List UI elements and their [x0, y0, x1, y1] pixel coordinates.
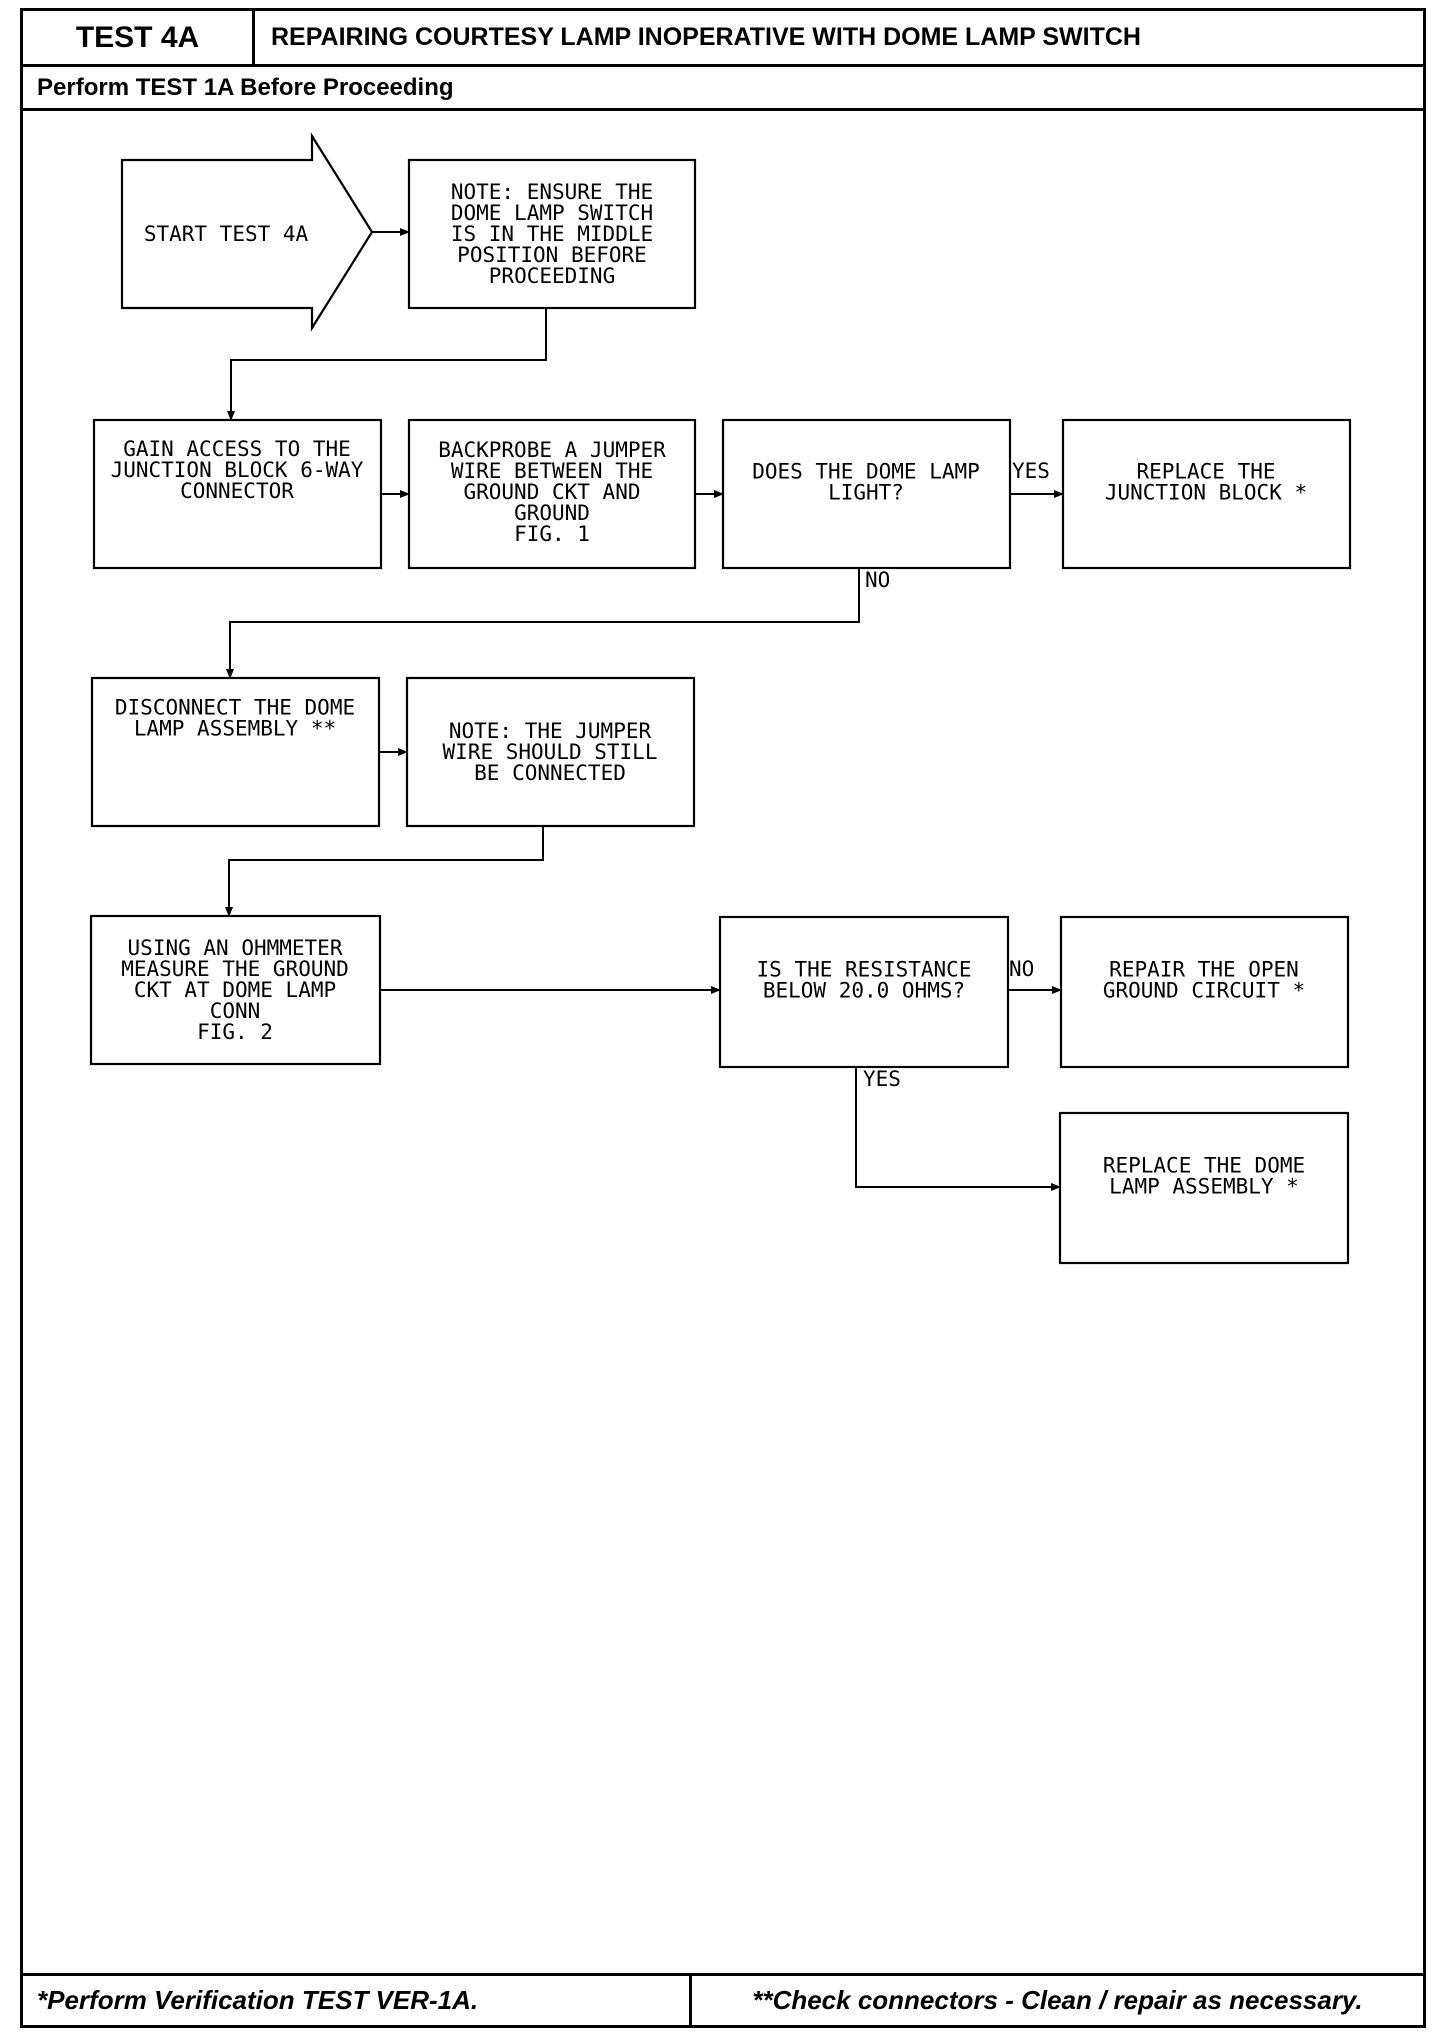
box-text-line: POSITION BEFORE [457, 243, 647, 267]
test-id: TEST 4A [23, 11, 255, 67]
box-text-line: GROUND CKT AND [463, 480, 640, 504]
box-text-line: REPLACE THE DOME [1103, 1154, 1305, 1178]
prerequisite-note: Perform TEST 1A Before Proceeding [23, 67, 1423, 111]
box-text-line: FIG. 1 [514, 522, 590, 546]
box-text-line: MEASURE THE GROUND [121, 957, 349, 981]
page-title: REPAIRING COURTESY LAMP INOPERATIVE WITH… [255, 11, 1423, 67]
connector-note-to-gain-access [227, 308, 547, 421]
label-no-resistance: NO [1009, 957, 1034, 981]
box-text-line: CONN [210, 999, 261, 1023]
box-text-line: DISCONNECT THE DOME [115, 696, 355, 720]
box-text-line: USING AN OHMMETER [128, 936, 343, 960]
box-text-line: BELOW 20.0 OHMS? [763, 979, 965, 1003]
box-text-line: BE CONNECTED [474, 761, 626, 785]
box-text-line: NOTE: THE JUMPER [449, 719, 652, 743]
box-text-line: REPLACE THE [1136, 460, 1275, 484]
box-text-line: GROUND [514, 501, 590, 525]
connector-no-to-disconnect [226, 568, 860, 679]
box-text-line: GROUND CIRCUIT * [1103, 979, 1305, 1003]
box-text-line: GAIN ACCESS TO THE [123, 437, 351, 461]
start-text: START TEST 4A [144, 222, 309, 246]
footer-connector-note: **Check connectors - Clean / repair as n… [752, 1985, 1363, 2015]
flowchart-page: TEST 4A REPAIRING COURTESY LAMP INOPERAT… [20, 8, 1426, 2028]
box-text-line: LAMP ASSEMBLY ** [134, 717, 336, 741]
box-text-line: DOME LAMP SWITCH [451, 201, 653, 225]
box-text-line: NOTE: ENSURE THE [451, 180, 653, 204]
box-text-line: START TEST 4A [144, 222, 309, 246]
box-text-line: JUNCTION BLOCK * [1105, 481, 1307, 505]
connector-note-to-ohmmeter [225, 826, 544, 917]
box-text-line: IS THE RESISTANCE [757, 958, 972, 982]
box-text-line: WIRE BETWEEN THE [451, 459, 653, 483]
box-text-line: BACKPROBE A JUMPER [438, 438, 666, 462]
box-text-line: DOES THE DOME LAMP [752, 460, 980, 484]
start-node: START TEST 4A [120, 132, 374, 332]
box-text-line: IS IN THE MIDDLE [451, 222, 653, 246]
box-text-line: CONNECTOR [180, 479, 294, 503]
box-text-line: WIRE SHOULD STILL [443, 740, 658, 764]
footer-verification-note: *Perform Verification TEST VER-1A. [23, 1976, 692, 2025]
box-text-line: PROCEEDING [489, 264, 615, 288]
connector-yes-to-replace-dome [855, 1067, 1061, 1191]
box-text-line: FIG. 2 [197, 1020, 273, 1044]
footer: *Perform Verification TEST VER-1A. **Che… [23, 1973, 1423, 2025]
label-yes-dome-light: YES [1012, 459, 1050, 483]
box-text-line: CKT AT DOME LAMP [134, 978, 336, 1002]
box-text-line: LIGHT? [828, 481, 904, 505]
box-text-line: JUNCTION BLOCK 6-WAY [111, 458, 364, 482]
box-text-line: LAMP ASSEMBLY * [1109, 1175, 1299, 1199]
label-no-dome-light: NO [865, 568, 890, 592]
label-yes-resistance: YES [863, 1067, 901, 1091]
box-text-line: REPAIR THE OPEN [1109, 958, 1299, 982]
